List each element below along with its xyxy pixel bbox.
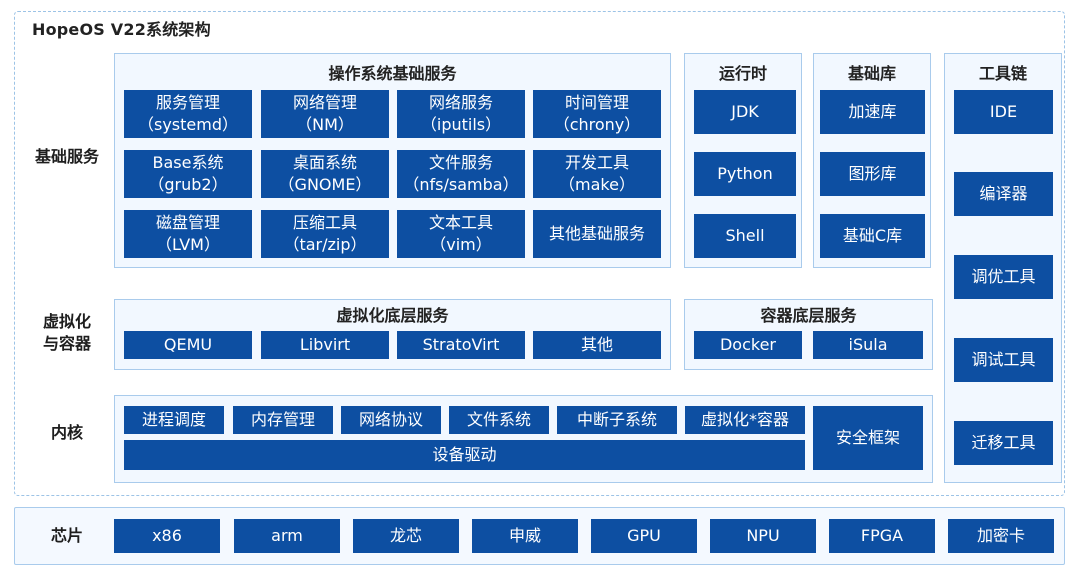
libraries-title: 基础库 bbox=[847, 64, 896, 83]
row-label-virt-line1: 虚拟化 bbox=[42, 312, 91, 331]
os-service-box-label: 文本工具 bbox=[428, 213, 493, 232]
os-service-box-label: 网络服务 bbox=[428, 93, 493, 112]
os-services-title: 操作系统基础服务 bbox=[328, 64, 457, 83]
virtualization-box: Libvirt bbox=[261, 331, 389, 359]
os-service-box-sublabel: （iputils） bbox=[420, 115, 502, 134]
container-box: Docker bbox=[694, 331, 802, 359]
os-service-box-sublabel: （NM） bbox=[296, 115, 354, 134]
os-service-box-sublabel: （make） bbox=[559, 175, 635, 194]
os-service-box-sublabel: （tar/zip） bbox=[283, 235, 367, 254]
chip-box: FPGA bbox=[829, 519, 935, 553]
os-service-box: Base系统 （grub2） bbox=[124, 150, 252, 198]
kernel-box: 虚拟化*容器 bbox=[685, 406, 805, 434]
os-service-box: 文件服务 （nfs/samba） bbox=[397, 150, 525, 198]
chip-box: NPU bbox=[710, 519, 816, 553]
chip-box: arm bbox=[234, 519, 340, 553]
os-service-box-label: 其他基础服务 bbox=[548, 224, 645, 243]
os-service-box-sublabel: （LVM） bbox=[156, 235, 220, 254]
row-label-virt-line2: 与容器 bbox=[42, 334, 91, 353]
virtualization-box: 其他 bbox=[533, 331, 661, 359]
container-box: iSula bbox=[813, 331, 923, 359]
os-service-box: 文本工具 （vim） bbox=[397, 210, 525, 258]
kernel-device-driver: 设备驱动 bbox=[124, 440, 805, 470]
os-service-box-label: 桌面系统 bbox=[292, 153, 357, 172]
runtime-box: Shell bbox=[694, 214, 796, 258]
toolchain-title: 工具链 bbox=[978, 64, 1027, 83]
os-service-box-sublabel: （chrony） bbox=[553, 115, 641, 134]
os-service-box-label: 磁盘管理 bbox=[155, 213, 220, 232]
os-service-box-sublabel: （vim） bbox=[430, 235, 492, 254]
kernel-box: 进程调度 bbox=[124, 406, 224, 434]
os-service-box-label: 网络管理 bbox=[292, 93, 357, 112]
os-service-box-sublabel: （grub2） bbox=[148, 175, 228, 194]
virtualization-box: QEMU bbox=[124, 331, 252, 359]
os-service-box-sublabel: （GNOME） bbox=[278, 175, 372, 194]
toolchain-box: 迁移工具 bbox=[954, 421, 1053, 465]
os-service-box-label: Base系统 bbox=[152, 153, 224, 172]
toolchain-box: 编译器 bbox=[954, 172, 1053, 216]
os-service-box: 其他基础服务 bbox=[533, 210, 661, 258]
os-service-box-sublabel: （nfs/samba） bbox=[403, 175, 519, 194]
kernel-security-framework: 安全框架 bbox=[813, 406, 923, 470]
toolchain-box: 调优工具 bbox=[954, 255, 1053, 299]
chip-box: 加密卡 bbox=[948, 519, 1054, 553]
chip-box: GPU bbox=[591, 519, 697, 553]
os-service-box-label: 压缩工具 bbox=[292, 213, 357, 232]
os-service-box: 桌面系统 （GNOME） bbox=[261, 150, 389, 198]
virtualization-title: 虚拟化底层服务 bbox=[336, 306, 449, 325]
toolchain-box: IDE bbox=[954, 90, 1053, 134]
library-box: 加速库 bbox=[820, 90, 925, 134]
row-label-chip: 芯片 bbox=[50, 526, 83, 545]
kernel-box: 文件系统 bbox=[449, 406, 549, 434]
os-service-box: 磁盘管理 （LVM） bbox=[124, 210, 252, 258]
os-service-box: 时间管理 （chrony） bbox=[533, 90, 661, 138]
runtime-title: 运行时 bbox=[718, 64, 767, 83]
virtualization-box: StratoVirt bbox=[397, 331, 525, 359]
os-service-box: 开发工具 （make） bbox=[533, 150, 661, 198]
row-label-kernel: 内核 bbox=[50, 423, 83, 442]
library-box: 图形库 bbox=[820, 152, 925, 196]
library-box: 基础C库 bbox=[820, 214, 925, 258]
chip-box: 龙芯 bbox=[353, 519, 459, 553]
row-label-virtualization: 虚拟化 与容器 bbox=[22, 309, 112, 357]
kernel-box: 中断子系统 bbox=[557, 406, 677, 434]
os-service-box: 服务管理 （systemd） bbox=[124, 90, 252, 138]
os-service-box: 压缩工具 （tar/zip） bbox=[261, 210, 389, 258]
kernel-box: 网络协议 bbox=[341, 406, 441, 434]
chip-box: x86 bbox=[114, 519, 220, 553]
os-service-box-label: 服务管理 bbox=[155, 93, 220, 112]
os-service-box-label: 文件服务 bbox=[428, 153, 493, 172]
runtime-box: JDK bbox=[694, 90, 796, 134]
diagram-title: HopeOS V22系统架构 bbox=[32, 20, 211, 39]
runtime-box: Python bbox=[694, 152, 796, 196]
os-service-box-sublabel: （systemd） bbox=[137, 115, 238, 134]
chip-box: 申威 bbox=[472, 519, 578, 553]
container-title: 容器底层服务 bbox=[760, 306, 857, 325]
os-service-box: 网络管理 （NM） bbox=[261, 90, 389, 138]
kernel-box: 内存管理 bbox=[233, 406, 333, 434]
os-service-box: 网络服务 （iputils） bbox=[397, 90, 525, 138]
os-service-box-label: 开发工具 bbox=[564, 153, 629, 172]
row-label-basic: 基础服务 bbox=[34, 147, 99, 166]
toolchain-box: 调试工具 bbox=[954, 338, 1053, 382]
os-service-box-label: 时间管理 bbox=[564, 93, 629, 112]
